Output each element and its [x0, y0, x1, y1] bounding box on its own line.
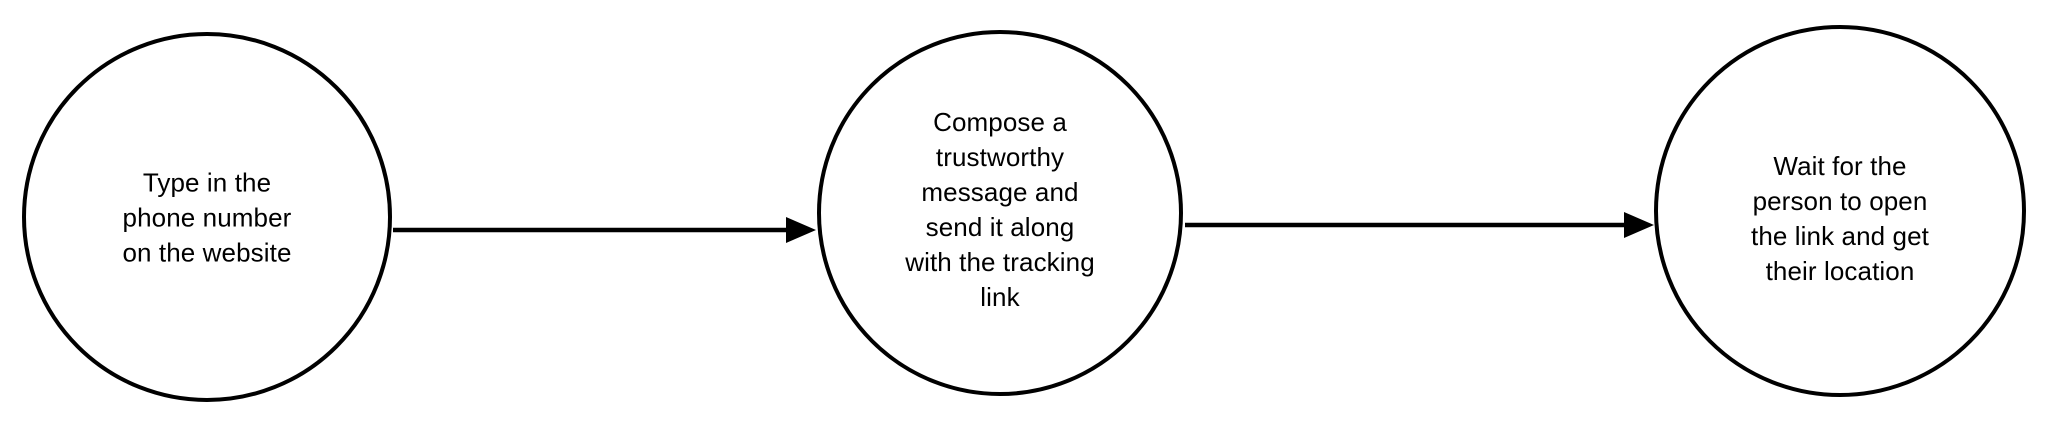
node-circle-3[interactable] — [1654, 25, 2026, 397]
node-circle-1[interactable] — [22, 32, 392, 402]
arrowhead-icon-2 — [1624, 212, 1654, 238]
node-circle-2[interactable] — [817, 30, 1183, 396]
arrowhead-icon-1 — [786, 217, 816, 243]
edge-node2-to-node3[interactable] — [1185, 212, 1654, 238]
edge-node1-to-node2[interactable] — [393, 217, 816, 243]
